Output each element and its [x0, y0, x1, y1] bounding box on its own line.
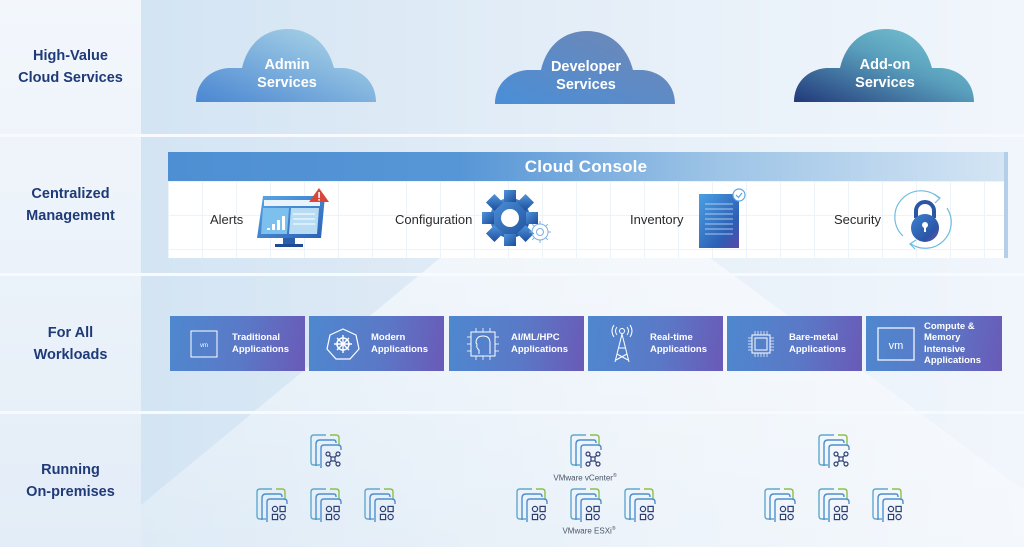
antenna-tower-icon [598, 316, 646, 371]
console-item-label: Configuration [395, 212, 473, 227]
vcenter-server-icon [816, 432, 852, 468]
cloud-icon [495, 31, 675, 104]
console-title: Cloud Console [524, 157, 648, 176]
esxi-host-icon [568, 486, 604, 522]
console-item-label: Inventory [630, 212, 684, 227]
cloud-icon [196, 29, 376, 102]
lock-refresh-icon [894, 189, 952, 249]
kubernetes-icon [319, 316, 367, 371]
svg-text:vm: vm [889, 340, 904, 352]
row-divider [0, 134, 1024, 137]
cloud-icon [794, 29, 974, 102]
row-divider [0, 411, 1024, 414]
console-item-inventory[interactable]: Inventory [630, 181, 751, 258]
esxi-host-icon [622, 486, 658, 522]
ai-chip-head-icon [459, 316, 507, 371]
console-body: Alerts Configuration [168, 181, 1004, 258]
row-divider [0, 273, 1024, 276]
console-edge [1004, 152, 1008, 258]
svg-text:vm: vm [200, 343, 208, 349]
esxi-host-icon [308, 486, 344, 522]
console-item-security[interactable]: Security [834, 181, 959, 258]
vm-icon: vm [180, 316, 228, 371]
cloud-console-panel: Cloud Console Alerts Configuration [168, 152, 1008, 258]
cpu-chip-icon [737, 316, 785, 371]
console-header [168, 152, 1004, 181]
esxi-host-icon [870, 486, 906, 522]
console-item-label: Security [834, 212, 881, 227]
esxi-host-icon [254, 486, 290, 522]
vm-icon: vm [872, 316, 920, 371]
esxi-host-icon [362, 486, 398, 522]
esxi-host-icon [762, 486, 798, 522]
gear-icon [482, 189, 552, 246]
esxi-host-icon [816, 486, 852, 522]
vcenter-server-icon [308, 432, 344, 468]
document-check-icon [699, 187, 747, 248]
console-item-configuration[interactable]: Configuration [395, 181, 560, 258]
monitor-alert-icon [257, 187, 330, 247]
console-item-label: Alerts [210, 212, 244, 227]
esxi-host-icon [514, 486, 550, 522]
console-item-alerts[interactable]: Alerts [210, 181, 331, 258]
esxi-label: VMware ESXi® [562, 526, 616, 536]
vcenter-label: VMware vCenter® [553, 473, 617, 483]
vcenter-server-icon [568, 432, 604, 468]
